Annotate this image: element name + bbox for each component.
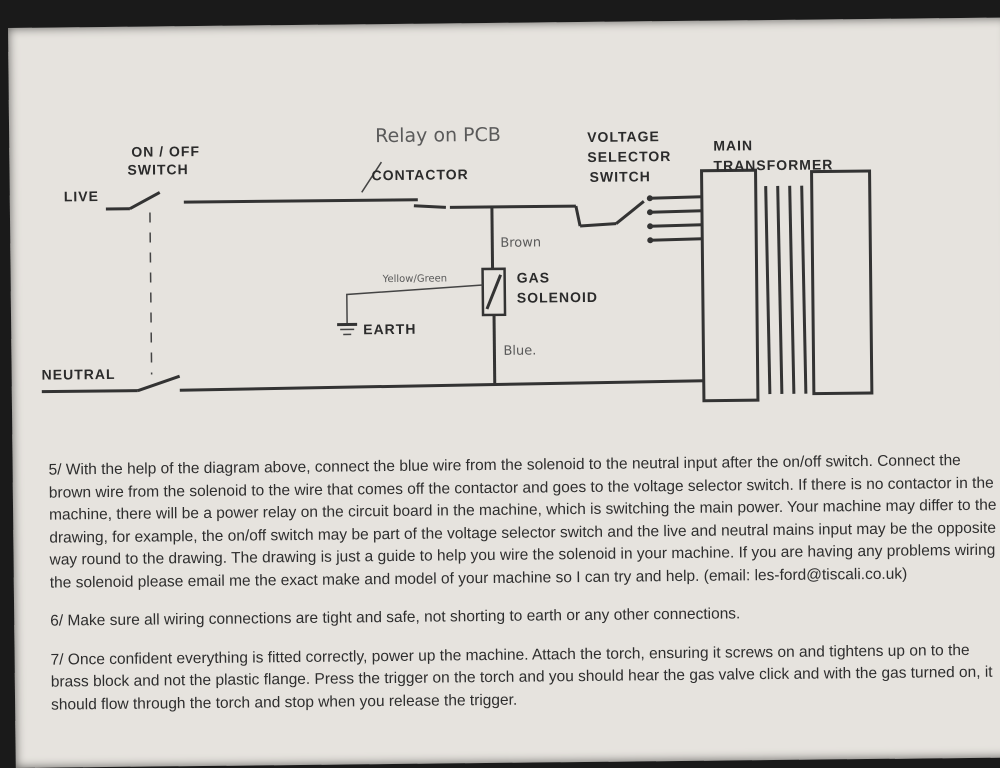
neutral-wire-input bbox=[42, 391, 138, 392]
step-5-paragraph: 5/ With the help of the diagram above, c… bbox=[49, 450, 1000, 595]
contactor-label: CONTACTOR bbox=[371, 166, 468, 183]
earth-symbol bbox=[337, 324, 357, 334]
neutral-label: NEUTRAL bbox=[42, 366, 116, 383]
yellow-green-handwritten-note: Yellow/Green bbox=[382, 273, 448, 285]
instruction-sheet: LIVE NEUTRAL ON / OFF SWITCH Relay on PC… bbox=[8, 18, 1000, 768]
neutral-switch-blade bbox=[138, 376, 180, 390]
live-wire bbox=[184, 200, 418, 202]
blue-handwritten-note: Blue. bbox=[503, 343, 536, 358]
blue-wire bbox=[494, 315, 495, 385]
brown-wire bbox=[492, 207, 493, 269]
live-label: LIVE bbox=[64, 188, 99, 204]
solenoid-coil-slash bbox=[487, 275, 501, 309]
relay-handwritten-note: Relay on PCB bbox=[375, 124, 501, 147]
selector-taps bbox=[647, 195, 702, 244]
live-switch-blade bbox=[130, 192, 160, 208]
voltage-label-line3: SWITCH bbox=[590, 168, 651, 185]
voltage-label-line1: VOLTAGE bbox=[587, 128, 660, 145]
gas-label-line2: SOLENOID bbox=[517, 289, 598, 306]
instructions-text: 5/ With the help of the diagram above, c… bbox=[49, 450, 1000, 733]
onoff-label-line1: ON / OFF bbox=[131, 143, 200, 160]
brown-handwritten-note: Brown bbox=[500, 235, 541, 250]
contactor-output-wire bbox=[450, 206, 576, 207]
yellow-green-wire bbox=[347, 285, 483, 324]
selector-switch-blade bbox=[616, 201, 644, 223]
step-6-paragraph: 6/ Make sure all wiring connections are … bbox=[50, 601, 1000, 633]
earth-label: EARTH bbox=[363, 321, 416, 338]
switch-link-dashed bbox=[150, 213, 152, 375]
main-label-line2: TRANSFORMER bbox=[713, 156, 833, 173]
step-7-paragraph: 7/ Once confident everything is fitted c… bbox=[51, 639, 1000, 716]
wiring-diagram: LIVE NEUTRAL ON / OFF SWITCH Relay on PC… bbox=[8, 18, 1000, 448]
neutral-wire bbox=[180, 381, 704, 390]
wire-jog bbox=[576, 206, 580, 226]
gas-label-line1: GAS bbox=[517, 269, 551, 285]
wire-to-selector bbox=[580, 224, 616, 226]
onoff-label-line2: SWITCH bbox=[127, 161, 188, 178]
contactor-bar bbox=[414, 205, 446, 207]
main-label-line1: MAIN bbox=[713, 137, 753, 153]
voltage-label-line2: SELECTOR bbox=[587, 148, 671, 165]
transformer-symbol bbox=[702, 169, 872, 401]
